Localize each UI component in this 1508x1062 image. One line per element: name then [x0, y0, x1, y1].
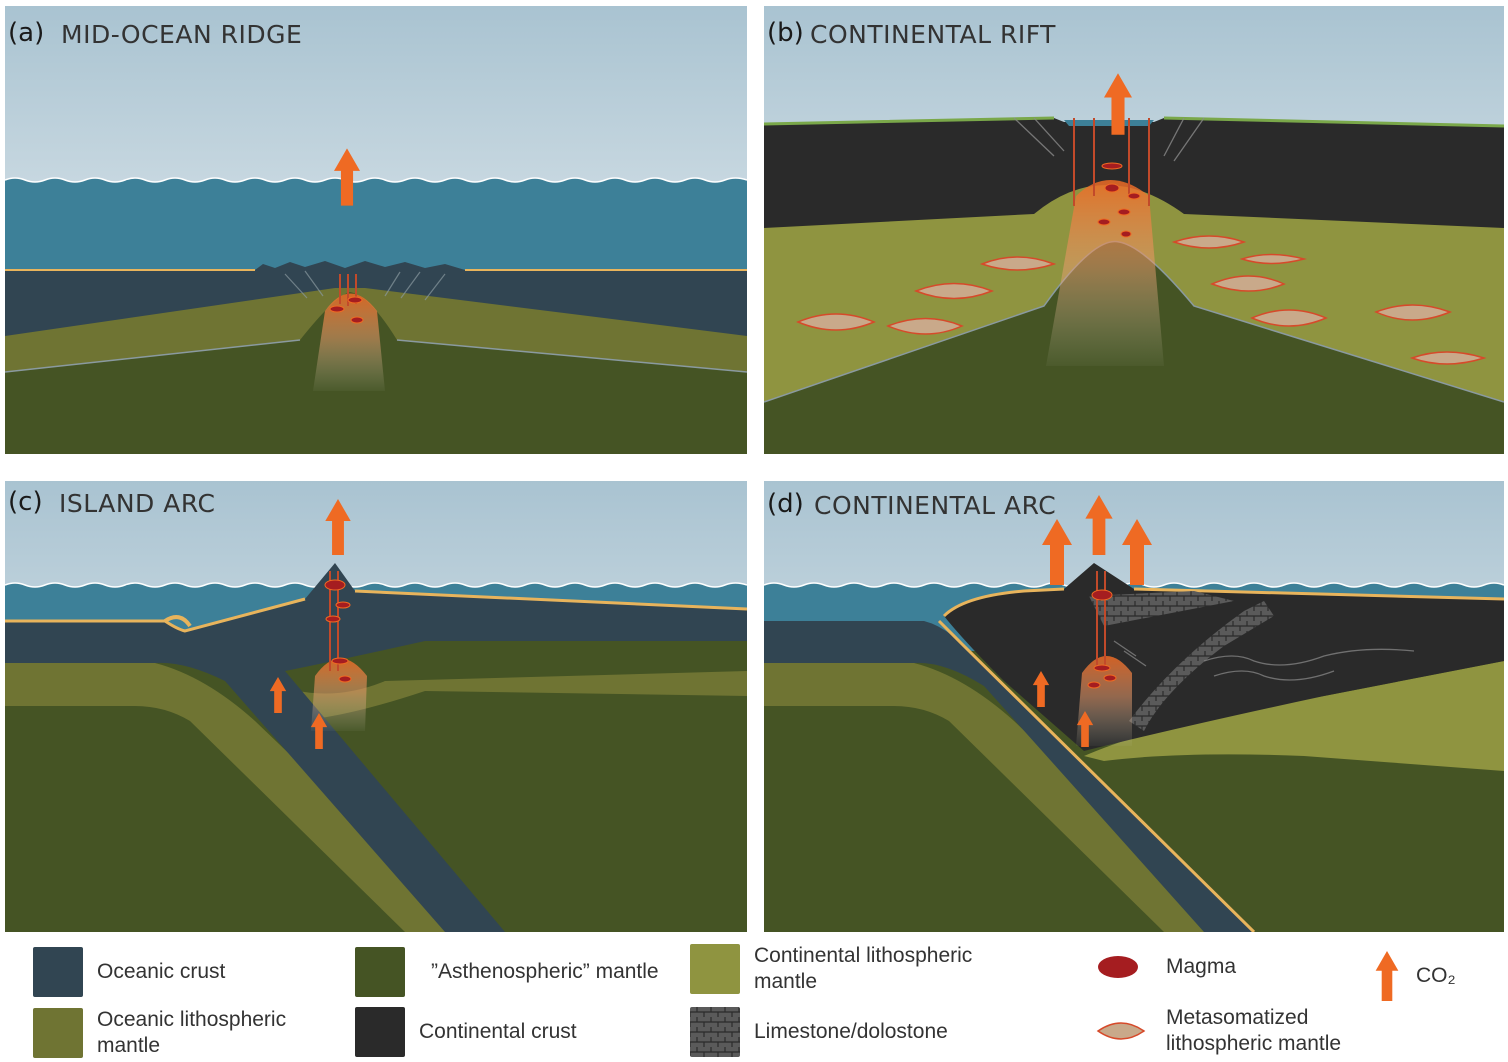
metasomatized-lens-icon: [1096, 1022, 1146, 1040]
panel-title: CONTINENTAL ARC: [814, 491, 1057, 520]
legend-label: Metasomatized lithospheric mantle: [1166, 1006, 1342, 1055]
legend-label: Continental crust: [419, 1020, 577, 1043]
legend-swatch: [355, 947, 405, 997]
legend-swatch: [690, 944, 740, 994]
legend-item-oceanic-crust: Oceanic crust: [33, 947, 225, 997]
panel-title: CONTINENTAL RIFT: [810, 20, 1056, 49]
legend-label: ”Asthenospheric” mantle: [431, 960, 659, 983]
panel-letter: (d): [767, 489, 804, 519]
legend-swatch: [690, 1007, 740, 1057]
legend-swatch: [33, 947, 83, 997]
limestone-dolostone-layer: [1129, 601, 1274, 731]
panel-mid-ocean-ridge: (a) MID-OCEAN RIDGE: [5, 6, 747, 454]
metasomatized-lithospheric-mantle: [796, 235, 1487, 365]
legend-swatch: [355, 1007, 405, 1057]
legend-label: Limestone/dolostone: [754, 1020, 948, 1043]
legend-item-continental-lithospheric-mantle: Continental lithospheric mantle: [690, 943, 994, 995]
panel-title: ISLAND ARC: [59, 489, 216, 518]
magma-chamber: [347, 296, 363, 304]
legend-label: Magma: [1166, 955, 1237, 978]
legend-label: Continental lithospheric mantle: [754, 944, 973, 993]
oceanic-lithospheric-mantle: [764, 663, 1234, 932]
panel-title: MID-OCEAN RIDGE: [61, 20, 303, 49]
panel-continental-arc: (d) CONTINENTAL ARC: [764, 481, 1504, 932]
legend-item-continental-crust: Continental crust: [355, 1007, 577, 1057]
legend-item-limestone-dolostone: Limestone/dolostone: [690, 1007, 948, 1057]
legend-item-co2: CO₂: [1372, 951, 1456, 1001]
legend-label: Oceanic crust: [97, 960, 226, 983]
oceanic-crust: [5, 563, 747, 932]
legend: Oceanic crust Oceanic lithospheric mantl…: [0, 935, 1508, 1062]
limestone-dolostone: [1089, 591, 1234, 626]
panel-letter: (b): [767, 18, 804, 48]
legend-item-magma: Magma: [1096, 945, 1236, 989]
magma-plume: [1046, 180, 1164, 366]
legend-item-asthenospheric-mantle: ”Asthenospheric” mantle: [355, 947, 659, 997]
panel-letter: (a): [8, 18, 45, 48]
legend-label: Oceanic lithospheric mantle: [97, 1008, 287, 1057]
magma-icon: [1098, 956, 1138, 978]
continental-lithospheric-mantle: [1084, 661, 1504, 771]
magma-plume: [311, 658, 367, 731]
magma-plume: [313, 293, 385, 391]
panel-letter: (c): [8, 487, 43, 517]
oceanic-lithospheric-mantle: [5, 663, 475, 932]
legend-swatch: [33, 1008, 83, 1058]
rift-lake: [1064, 120, 1154, 126]
panel-continental-rift: (b) CONTINENTAL RIFT: [764, 6, 1504, 454]
oceanic-crust: [764, 621, 1254, 932]
legend-item-oceanic-lithospheric-mantle: Oceanic lithospheric mantle: [33, 1007, 297, 1059]
legend-label: CO₂: [1416, 964, 1456, 987]
co2-arrow-icon: [1375, 951, 1399, 1001]
legend-item-metasomatized-lithospheric-mantle: Metasomatized lithospheric mantle: [1096, 1005, 1366, 1057]
panel-island-arc: (c) ISLAND ARC: [5, 481, 747, 932]
